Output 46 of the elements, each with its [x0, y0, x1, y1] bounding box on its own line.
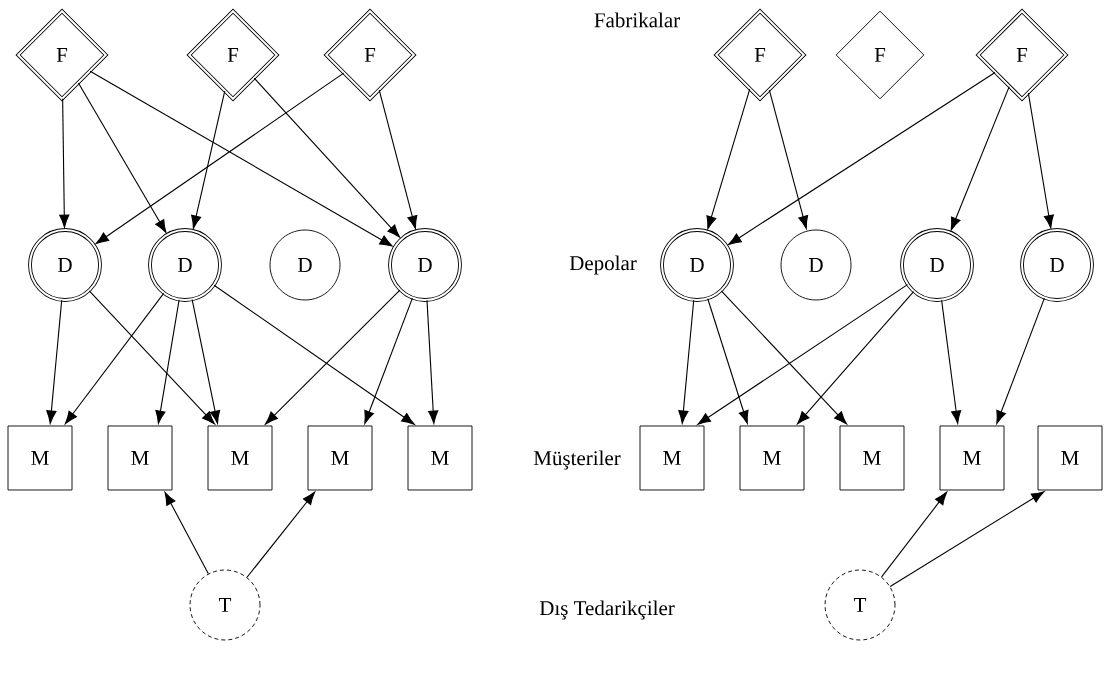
- arrow: [265, 289, 401, 425]
- arrow: [707, 298, 749, 424]
- arrow: [720, 290, 847, 425]
- arrow: [64, 292, 165, 425]
- customer-box: M: [839, 425, 905, 491]
- arrow: [941, 299, 962, 424]
- arrow: [155, 299, 180, 424]
- customer-box: M: [939, 425, 1005, 491]
- arrow: [95, 72, 345, 245]
- arrow: [728, 71, 996, 246]
- customer-box: M: [739, 425, 805, 491]
- arrow: [364, 297, 413, 424]
- tier-label: Depolar: [569, 255, 637, 275]
- arrow: [1027, 92, 1054, 229]
- arrow: [950, 86, 1010, 231]
- arrow: [678, 299, 695, 424]
- customer-box: M: [7, 425, 73, 491]
- customer-box: M: [639, 425, 705, 491]
- tier-label: Dış Tedarikçiler: [539, 600, 675, 620]
- arrow: [46, 299, 63, 424]
- customer-box: M: [1037, 425, 1103, 491]
- arrow: [996, 297, 1045, 424]
- arrow: [378, 89, 418, 229]
- arrow: [889, 491, 1045, 587]
- arrow: [77, 82, 167, 233]
- customer-box: M: [207, 425, 273, 491]
- arrow: [191, 299, 221, 424]
- customer-box: M: [107, 425, 173, 491]
- arrow: [191, 90, 226, 229]
- customer-box: M: [307, 425, 373, 491]
- arrow: [706, 88, 751, 230]
- arrow: [88, 290, 215, 425]
- tier-label: Fabrikalar: [594, 12, 680, 28]
- arrow: [89, 70, 393, 247]
- arrow: [59, 98, 70, 228]
- arrow: [253, 77, 401, 238]
- arrow: [797, 291, 915, 425]
- customer-box: M: [407, 425, 473, 491]
- arrow: [164, 491, 209, 575]
- arrow: [426, 299, 439, 424]
- arrow: [213, 284, 415, 425]
- arrow: [881, 491, 948, 578]
- arrow: [246, 491, 316, 578]
- arrow: [768, 89, 809, 230]
- tier-label: Müşteriler: [533, 450, 621, 470]
- arrow: [697, 284, 909, 425]
